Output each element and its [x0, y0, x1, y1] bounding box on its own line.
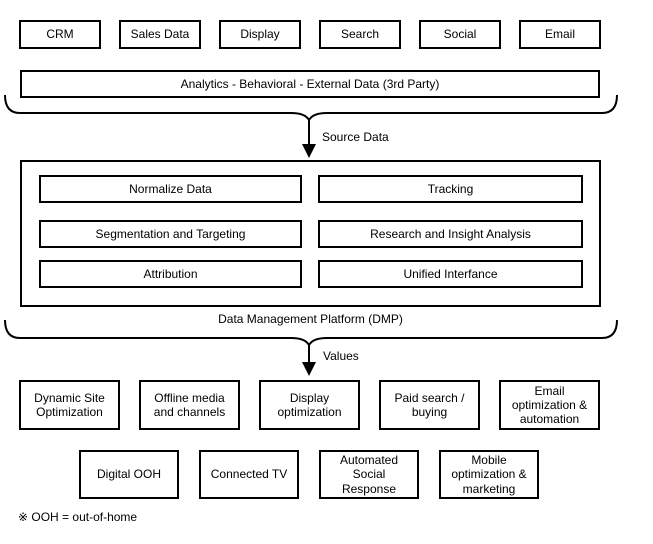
output-box-automated-social-response-label: Automated Social Response — [339, 453, 399, 496]
source-data-arrow-label: Source Data — [322, 130, 389, 144]
dmp-module-normalize-data-label: Normalize Data — [129, 181, 212, 196]
source-box-crm-label: CRM — [46, 27, 74, 42]
output-box-dynamic-site-optimization-label: Dynamic Site Optimization — [34, 390, 105, 419]
dmp-module-unified-interface-label: Unified Interfance — [403, 266, 498, 281]
analytics-box: Analytics - Behavioral - External Data (… — [20, 70, 600, 98]
output-box-paid-search-buying-label: Paid search / buying — [394, 390, 465, 419]
source-box-sales-data-label: Sales Data — [130, 27, 190, 42]
dmp-module-unified-interface: Unified Interfance — [318, 260, 583, 288]
output-box-dynamic-site-optimization: Dynamic Site Optimization — [19, 380, 120, 430]
output-box-display-optimization: Display optimization — [259, 380, 360, 430]
values-arrow — [302, 345, 316, 376]
source-box-sales-data: Sales Data — [119, 20, 201, 49]
output-box-offline-media-label: Offline media and channels — [153, 390, 226, 419]
output-box-offline-media: Offline media and channels — [139, 380, 240, 430]
source-box-crm: CRM — [19, 20, 101, 49]
output-box-email-optimization: Email optimization & automation — [499, 380, 600, 430]
output-box-display-optimization-label: Display optimization — [277, 390, 342, 419]
dmp-module-tracking-label: Tracking — [427, 181, 474, 196]
source-box-display: Display — [219, 20, 301, 49]
source-box-social: Social — [419, 20, 501, 49]
output-box-paid-search-buying: Paid search / buying — [379, 380, 480, 430]
dmp-caption: Data Management Platform (DMP) — [218, 312, 403, 326]
source-box-email-label: Email — [544, 27, 575, 42]
dmp-module-attribution: Attribution — [39, 260, 302, 288]
dmp-module-normalize-data: Normalize Data — [39, 175, 302, 203]
output-box-mobile-optimization-label: Mobile optimization & marketing — [451, 453, 527, 496]
dmp-module-attribution-label: Attribution — [143, 266, 198, 281]
output-box-email-optimization-label: Email optimization & automation — [511, 383, 588, 427]
source-data-arrow — [302, 120, 316, 158]
source-box-search: Search — [319, 20, 401, 49]
dmp-module-research-insight: Research and Insight Analysis — [318, 220, 583, 248]
dmp-module-research-insight-label: Research and Insight Analysis — [370, 226, 531, 241]
footnote: ※ OOH = out-of-home — [18, 510, 138, 524]
output-box-digital-ooh-label: Digital OOH — [96, 467, 161, 482]
dmp-module-segmentation-targeting: Segmentation and Targeting — [39, 220, 302, 248]
values-arrow-label: Values — [323, 349, 359, 363]
output-box-automated-social-response: Automated Social Response — [319, 450, 419, 499]
output-box-connected-tv: Connected TV — [199, 450, 299, 499]
output-box-digital-ooh: Digital OOH — [79, 450, 179, 499]
source-box-search-label: Search — [340, 27, 380, 42]
dmp-module-tracking: Tracking — [318, 175, 583, 203]
dmp-module-segmentation-targeting-label: Segmentation and Targeting — [95, 226, 246, 241]
output-box-connected-tv-label: Connected TV — [210, 467, 288, 482]
source-box-social-label: Social — [443, 27, 477, 42]
source-box-email: Email — [519, 20, 601, 49]
source-data-brace — [4, 94, 618, 123]
analytics-box-label: Analytics - Behavioral - External Data (… — [180, 76, 440, 91]
output-box-mobile-optimization: Mobile optimization & marketing — [439, 450, 539, 499]
source-box-display-label: Display — [240, 27, 280, 42]
